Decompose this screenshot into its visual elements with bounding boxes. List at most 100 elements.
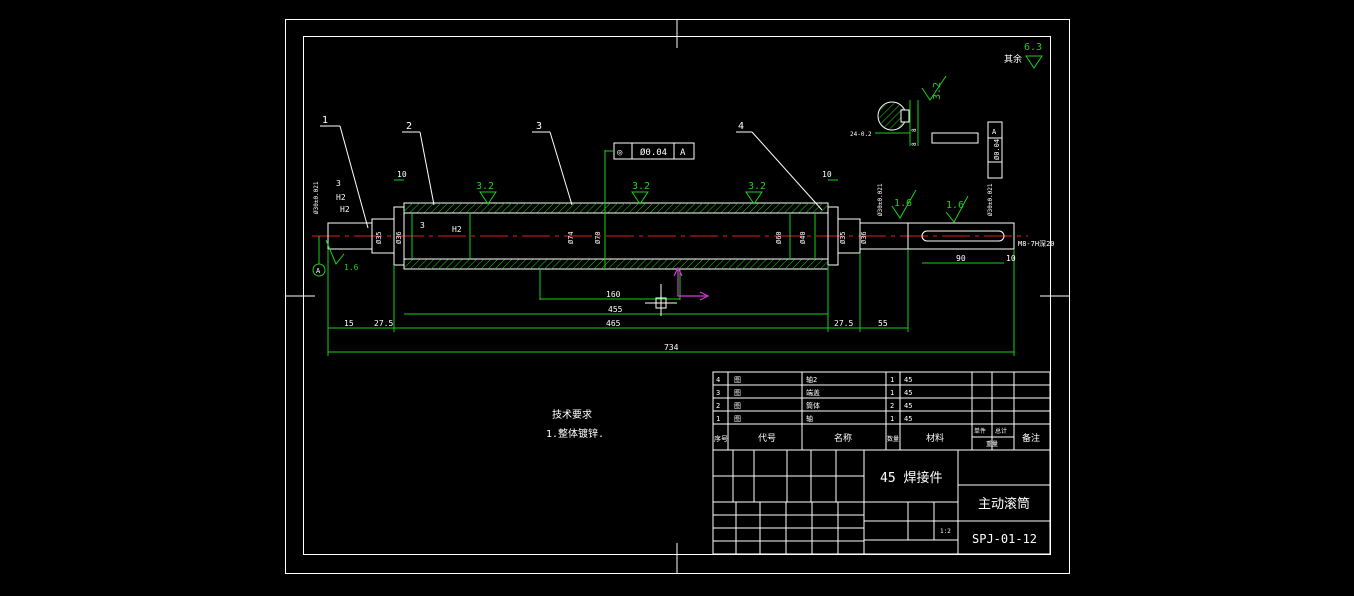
header-remarks: 备注 (1022, 432, 1040, 444)
tolerance-section-value: Ø0.04 (993, 139, 1001, 160)
header-name: 名称 (834, 432, 852, 444)
parts-row: 1 图 轴 1 45 (716, 414, 912, 423)
balloon-3: 3 (536, 121, 542, 132)
weld-note-3: H2 (452, 225, 462, 234)
header-weight: 重量 (986, 440, 998, 448)
roughness-1: 3.2 (476, 181, 494, 192)
svg-text:端盖: 端盖 (806, 388, 820, 397)
dim-734: 734 (664, 343, 679, 352)
datum-a (312, 236, 326, 277)
header-no: 序号 (714, 434, 728, 443)
roughness-2: 3.2 (632, 181, 650, 192)
balloon-4: 4 (738, 121, 744, 132)
dia-s2: Ø30±0.021 (877, 183, 884, 216)
svg-text:轴2: 轴2 (806, 375, 817, 384)
dim-10-left: 10 (397, 170, 407, 179)
svg-text:2: 2 (716, 402, 720, 410)
shaft-section-view (875, 100, 919, 146)
svg-text:1: 1 (890, 376, 894, 384)
tolerance-main-value: Ø0.04 (640, 147, 667, 158)
parts-row: 4 图 轴2 1 45 (716, 375, 912, 384)
section-width-2: 8 (911, 142, 918, 146)
right-shaft (827, 206, 1015, 266)
svg-text:45: 45 (904, 402, 912, 410)
drum-body (403, 202, 829, 270)
roughness-symbols (325, 55, 1043, 265)
title-name: 主动滚筒 (978, 496, 1030, 512)
svg-text:图: 图 (734, 402, 741, 410)
header-unit-weight: 单件 (974, 427, 986, 435)
svg-text:3: 3 (716, 389, 720, 397)
dim-10-key: 10 (1006, 254, 1016, 263)
tolerance-section-datum: A (992, 128, 997, 136)
dim-455: 455 (608, 305, 623, 314)
roughness-3: 3.2 (748, 181, 766, 192)
dia-5: Ø60 (775, 231, 783, 244)
dia-s1: Ø30±0.021 (313, 181, 320, 214)
section-depth: 24-0.2 (850, 131, 872, 138)
weld-note-2: H2 (340, 205, 350, 214)
roughness-other-value: 6.3 (1024, 42, 1042, 53)
svg-text:图: 图 (734, 376, 741, 384)
roughness-key: 3.2 (932, 82, 943, 100)
balloon-leaders (320, 125, 823, 229)
datum-label: A (316, 267, 321, 275)
section-width: 8 (911, 128, 918, 132)
header-code: 代号 (758, 433, 776, 444)
drawing-scale: 1:2 (940, 528, 951, 535)
dimension-texts: 10 10 15 27.5 27.5 55 465 734 160 455 90… (344, 170, 1055, 352)
dim-27-5-right: 27.5 (834, 319, 853, 328)
dim-465: 465 (606, 319, 621, 328)
dia-1: Ø35 (375, 231, 383, 244)
parts-header: 序号 代号 名称 数量 材料 单件 总计 重量 备注 (714, 427, 1040, 448)
roughness-other-label: 其余 (1004, 53, 1022, 65)
weld-note-1: H2 (336, 193, 346, 202)
tolerance-frame-main (605, 142, 695, 160)
notes-item-1: 1.整体镀锌. (546, 427, 604, 440)
dia-3: Ø74 (567, 231, 575, 244)
svg-text:轴: 轴 (806, 414, 813, 423)
dim-27-5-left: 27.5 (374, 319, 393, 328)
svg-text:图: 图 (734, 389, 741, 397)
thread-note: M8-7H深20 (1018, 239, 1055, 248)
svg-text:45: 45 (904, 415, 912, 423)
roughness-4: 1.6 (894, 198, 912, 209)
svg-text:筒体: 筒体 (806, 401, 820, 410)
header-total-weight: 总计 (995, 427, 1007, 435)
dia-4: Ø70 (594, 231, 602, 244)
ucs-icon (645, 266, 710, 316)
tolerance-frame-section (931, 121, 1003, 179)
svg-text:1: 1 (890, 389, 894, 397)
tolerance-main-datum: A (680, 148, 686, 158)
weld-size-2: 3 (420, 221, 425, 230)
dia-p2: Ø36 (860, 231, 868, 244)
svg-text:45: 45 (904, 389, 912, 397)
svg-text:1: 1 (890, 415, 894, 423)
roughness-6: 1.6 (344, 263, 359, 272)
tolerance-texts: ◎ Ø0.04 A Ø0.04 A (617, 128, 1001, 160)
title-block-text: 45 焊接件 主动滚筒 SPJ-01-12 1:2 (880, 470, 1037, 546)
balloon-labels: 1 2 3 4 (322, 115, 744, 132)
svg-text:4: 4 (716, 376, 720, 384)
dia-7: Ø35 (839, 231, 847, 244)
dia-6: Ø40 (799, 231, 807, 244)
title-material: 45 焊接件 (880, 470, 942, 486)
notes-title: 技术要求 (552, 408, 592, 421)
technical-notes: 技术要求 1.整体镀锌. (546, 408, 604, 440)
svg-text:45: 45 (904, 376, 912, 384)
svg-text:1: 1 (716, 415, 720, 423)
dim-90: 90 (956, 254, 966, 263)
title-block-grid (712, 371, 1051, 555)
diameter-texts: Ø35 Ø36 Ø74 Ø70 Ø60 Ø40 Ø35 Ø36 Ø30±0.02… (313, 128, 994, 275)
dim-160: 160 (606, 290, 621, 299)
roughness-5: 1.6 (946, 200, 964, 211)
roughness-labels: 6.3 其余 3.2 3.2 3.2 3.2 1.6 1.6 1.6 (344, 42, 1042, 272)
header-material: 材料 (926, 432, 944, 444)
dim-55: 55 (878, 319, 888, 328)
parts-row: 3 图 端盖 1 45 (716, 388, 912, 397)
header-qty: 数量 (887, 435, 899, 443)
svg-text:图: 图 (734, 415, 741, 423)
centering-marks (285, 19, 1069, 573)
